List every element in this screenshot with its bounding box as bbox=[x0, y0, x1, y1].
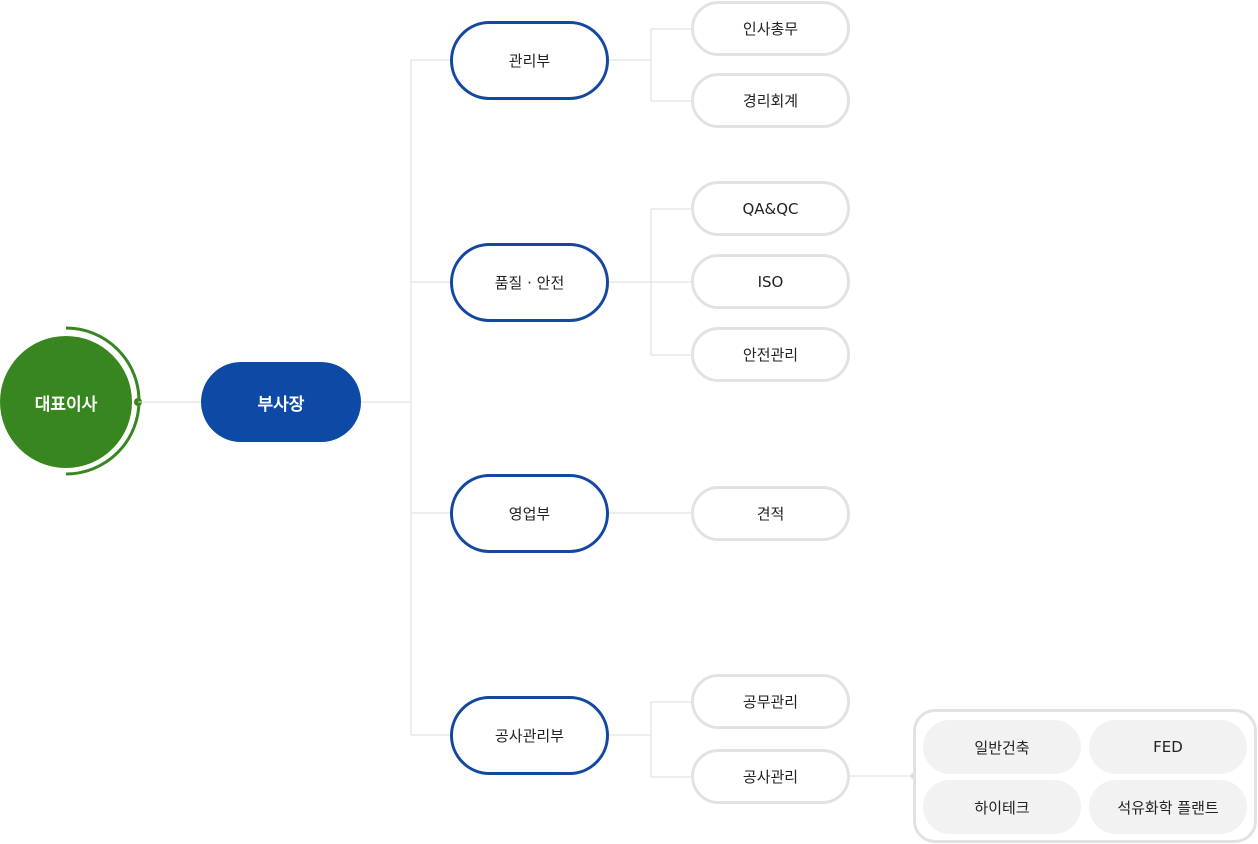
subgroup-petrochemical-plant: 석유화학 플랜트 bbox=[1089, 780, 1247, 834]
vice-president-node: 부사장 bbox=[201, 362, 361, 442]
team-estimation: 견적 bbox=[691, 486, 850, 541]
department-construction-management: 공사관리부 bbox=[450, 696, 609, 775]
team-safety-management: 안전관리 bbox=[691, 327, 850, 382]
team-construction-management: 공사관리 bbox=[691, 749, 850, 804]
subgroup-fed: FED bbox=[1089, 720, 1247, 774]
team-hr-general-affairs: 인사총무 bbox=[691, 1, 850, 56]
team-qa-qc: QA&QC bbox=[691, 181, 850, 236]
subgroup-general-building: 일반건축 bbox=[923, 720, 1081, 774]
department-quality-safety: 품질 · 안전 bbox=[450, 243, 609, 322]
subgroup-high-tech: 하이테크 bbox=[923, 780, 1081, 834]
team-accounting: 경리회계 bbox=[691, 73, 850, 128]
ceo-node: 대표이사 bbox=[0, 336, 132, 468]
team-public-works: 공무관리 bbox=[691, 674, 850, 729]
department-admin: 관리부 bbox=[450, 21, 609, 100]
team-iso: ISO bbox=[691, 254, 850, 309]
department-sales: 영업부 bbox=[450, 474, 609, 553]
construction-subgroup-box: 일반건축 FED 하이테크 석유화학 플랜트 bbox=[913, 709, 1257, 843]
